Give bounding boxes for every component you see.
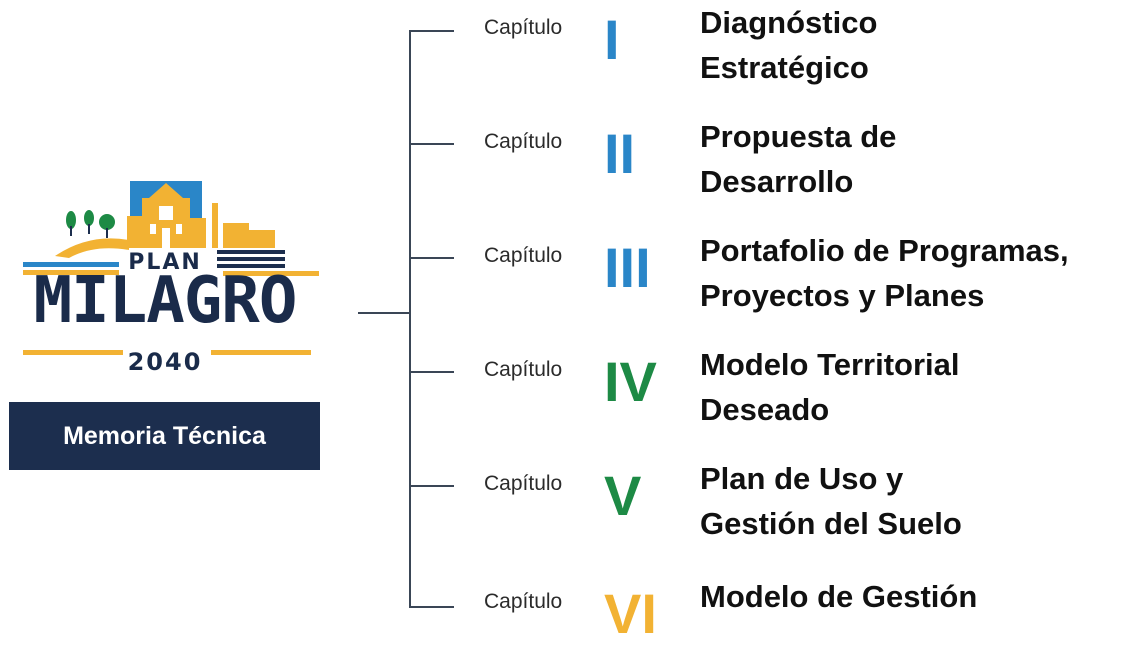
chapter-title-line: Modelo de Gestión xyxy=(700,579,978,614)
chapter-numeral: IV xyxy=(604,350,657,413)
chapter-title: Modelo de Gestión xyxy=(700,574,977,619)
bracket-branch-4 xyxy=(409,371,454,373)
chapter-title: Portafolio de Programas, Proyectos y Pla… xyxy=(700,228,1069,318)
chapter-title-line: Modelo Territorial xyxy=(700,347,960,382)
chapter-title-line: Plan de Uso y xyxy=(700,461,904,496)
bracket-stem xyxy=(358,312,410,314)
chapter-numeral: V xyxy=(604,464,642,527)
bracket-branch-3 xyxy=(409,257,454,259)
chapter-title: Diagnóstico Estratégico xyxy=(700,0,877,90)
city-skyline-icon xyxy=(23,181,319,355)
logo-year-text: 2040 xyxy=(127,348,203,376)
chapter-title-line: Diagnóstico xyxy=(700,5,878,40)
chapter-title: Plan de Uso y Gestión del Suelo xyxy=(700,456,962,546)
chapter-label: Capítulo xyxy=(484,244,563,267)
chapter-numeral: II xyxy=(604,122,636,185)
chapter-label: Capítulo xyxy=(484,472,563,495)
bracket-branch-2 xyxy=(409,143,454,145)
logo-milagro-text: MILAGRO xyxy=(33,264,298,338)
chapter-title: Modelo Territorial Deseado xyxy=(700,342,960,432)
bracket-branch-1 xyxy=(409,30,454,32)
chapter-title-line: Gestión del Suelo xyxy=(700,506,962,541)
chapter-numeral: III xyxy=(604,236,651,299)
chapter-title: Propuesta de Desarrollo xyxy=(700,114,896,204)
chapter-label: Capítulo xyxy=(484,590,563,613)
chapter-title-line: Estratégico xyxy=(700,50,869,85)
chapter-label: Capítulo xyxy=(484,358,563,381)
chapter-label: Capítulo xyxy=(484,130,563,153)
chapter-label: Capítulo xyxy=(484,16,563,39)
chapter-title-line: Propuesta de xyxy=(700,119,897,154)
bracket-branch-6 xyxy=(409,606,454,608)
chapter-title-line: Deseado xyxy=(700,392,830,427)
memoria-tecnica-banner: Memoria Técnica xyxy=(9,402,320,470)
chapter-numeral: VI xyxy=(604,582,657,645)
bracket-spine xyxy=(409,30,411,608)
chapter-numeral: I xyxy=(604,8,620,71)
logo-plan-text: PLAN xyxy=(128,250,202,275)
chapter-title-line: Proyectos y Planes xyxy=(700,278,985,313)
chapter-title-line: Portafolio de Programas, xyxy=(700,233,1069,268)
bracket-branch-5 xyxy=(409,485,454,487)
plan-milagro-logo: PLAN MILAGRO 2040 xyxy=(9,178,321,470)
chapter-title-line: Desarrollo xyxy=(700,164,854,199)
